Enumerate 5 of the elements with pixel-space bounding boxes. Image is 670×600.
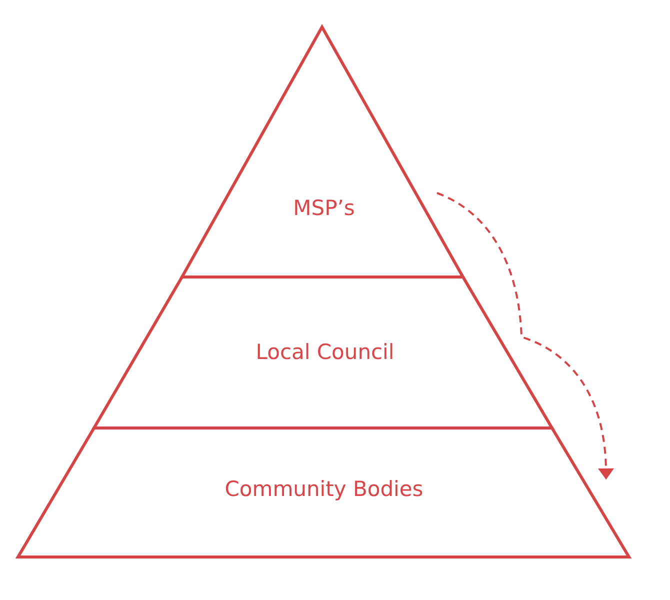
tier-label: Community Bodies: [224, 476, 424, 502]
pyramid-bottom-tier: [16, 426, 631, 559]
dashed-curved-arrow: [436, 192, 614, 480]
tier-label: Local Council: [256, 339, 394, 365]
tier-label: MSP’s: [293, 195, 355, 221]
